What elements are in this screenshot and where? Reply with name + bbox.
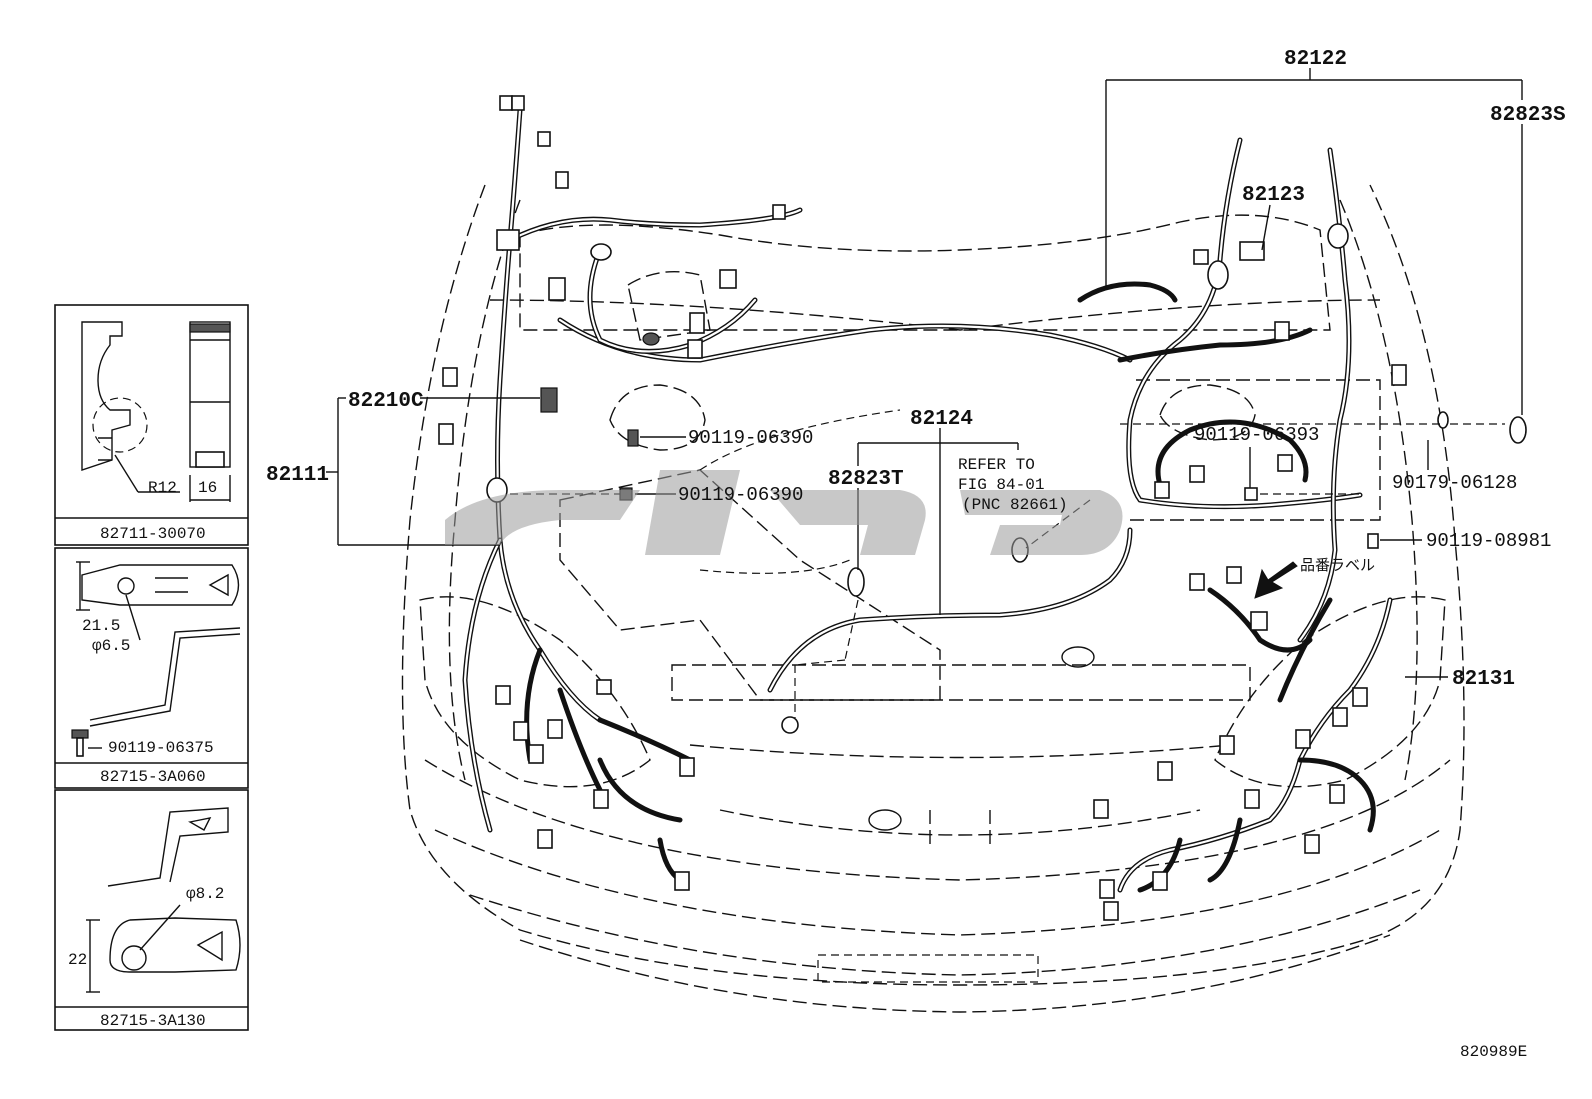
refer-note-line3: (PNC 82661) (962, 496, 1068, 514)
dim-hole-label: φ6.5 (92, 637, 130, 655)
callout-82131: 82131 (1452, 668, 1515, 691)
bolt-callout-90119-06390-lower: 90119-06390 (678, 484, 803, 506)
refer-note-line2: FIG 84-01 (958, 476, 1044, 494)
refer-note-line1: REFER TO (958, 456, 1035, 474)
figure-id: 820989E (1460, 1043, 1527, 1061)
inset-panel-bracket-82715-3a060: 21.5 φ6.5 90119-06375 82715-3A060 (54, 547, 249, 789)
bolt-callout-90179-06128: 90179-06128 (1392, 472, 1517, 494)
callout-82823t: 82823T (828, 468, 904, 491)
inset-panel-bracket-82715-3a130: φ8.2 22 82715-3A130 (54, 789, 249, 1031)
part-label-82711-30070: 82711-30070 (100, 525, 206, 543)
front-harness-82131 (1117, 587, 1393, 893)
car-body-outline (401, 184, 1465, 1013)
watermark-logo (445, 470, 1123, 555)
dim-height-label: 21.5 (82, 617, 120, 635)
engine-wire-harness-82111 (462, 107, 1133, 883)
callout-82124: 82124 (910, 408, 973, 431)
callout-82123: 82123 (1242, 184, 1305, 207)
callout-labels: 82122 82823S 82123 82210C 82111 82124 82… (266, 48, 1566, 1061)
part-label-82715-3a060: 82715-3A060 (100, 768, 206, 786)
part-label-82715-3a130: 82715-3A130 (100, 1012, 206, 1030)
callout-82210c: 82210C (348, 390, 424, 413)
callout-82122: 82122 (1284, 48, 1347, 71)
dim-height-label: 22 (68, 951, 87, 969)
bolt-callout-90119-06390-upper: 90119-06390 (688, 427, 813, 449)
bolt-label-90119-06375: 90119-06375 (108, 739, 214, 757)
inset-panel-clamp-82711: R12 16 82711-30070 (54, 304, 249, 546)
callout-82111: 82111 (266, 464, 329, 487)
bolt-callout-90119-06393: 90119-06393 (1194, 424, 1319, 446)
connector-group (438, 95, 1527, 921)
part-number-label-note: 品番ラベル (1300, 556, 1375, 574)
dim-radius-label: R12 (148, 479, 177, 497)
dim-hole-label: φ8.2 (186, 885, 224, 903)
leader-lines (326, 68, 1523, 718)
dim-width-label: 16 (198, 479, 217, 497)
callout-82823s: 82823S (1490, 104, 1566, 127)
bolt-callout-90119-08981: 90119-08981 (1426, 530, 1551, 552)
